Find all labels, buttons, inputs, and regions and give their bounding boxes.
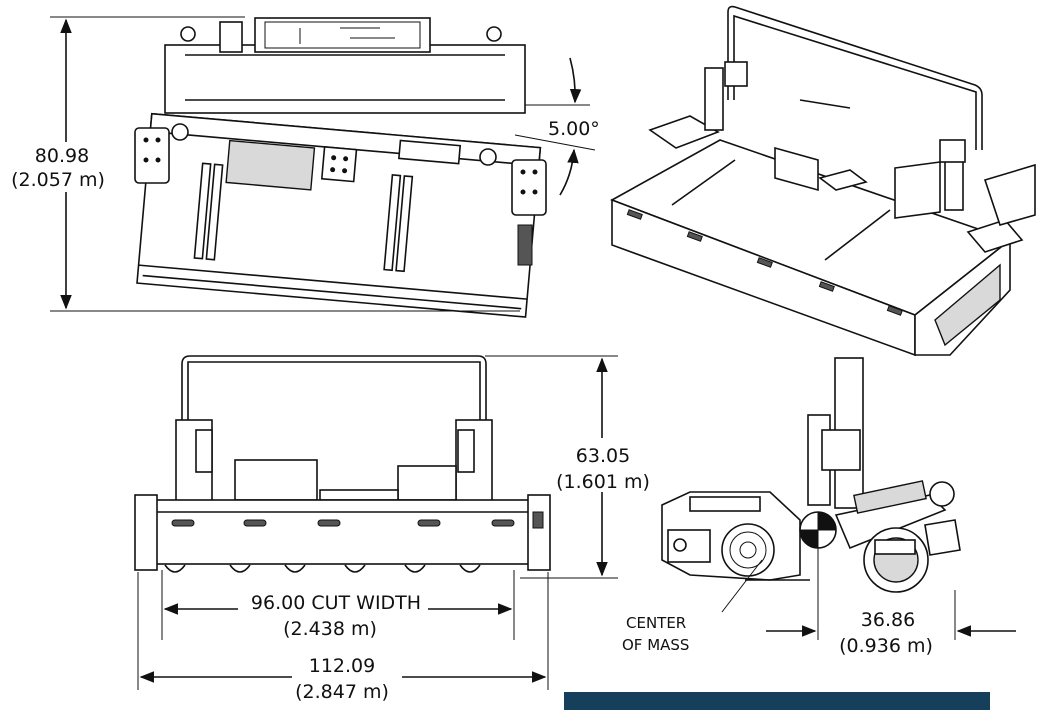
front-endplate-left [134, 494, 158, 571]
center-of-mass-label-line1: CENTER [626, 614, 686, 632]
control-box [254, 17, 431, 53]
com-offset-metric: (0.936 m) [839, 635, 933, 657]
tilted-front-view: 80.98 (2.057 m) 5.00° [2, 16, 600, 318]
upper-frame [164, 44, 526, 114]
iso-plate-left [648, 115, 720, 149]
height-front-value: 63.05 [576, 445, 630, 467]
lifting-lug-right [486, 26, 502, 42]
isometric-view [610, 5, 1036, 357]
mount-plate-right [511, 159, 547, 216]
overall-width-value: 112.09 [309, 655, 375, 677]
cut-width-metric: (2.438 m) [283, 618, 377, 640]
front-view: 63.05 (1.601 m) 96.00 CUT WIDTH (2.438 m… [134, 355, 654, 708]
mount-plate-left [134, 127, 170, 184]
height-tilted-value: 80.98 [35, 145, 89, 167]
front-body [154, 499, 531, 565]
cut-width-value: 96.00 CUT WIDTH [251, 592, 421, 614]
front-endplate-right [527, 494, 551, 571]
iso-upright-left [704, 67, 724, 131]
side-view: CENTER OF MASS 36.86 (0.936 m) [622, 357, 1016, 657]
overall-width-metric: (2.847 m) [295, 681, 389, 703]
tilt-angle: 5.00° [548, 118, 600, 140]
height-front-metric: (1.601 m) [556, 471, 650, 493]
footer-banner [564, 692, 990, 710]
iso-plate-right [966, 219, 1024, 253]
height-tilted-metric: (2.057 m) [11, 169, 105, 191]
lifting-lug-left [180, 26, 196, 42]
com-offset-value: 36.86 [861, 609, 915, 631]
center-of-mass-label-line2: OF MASS [622, 636, 689, 654]
